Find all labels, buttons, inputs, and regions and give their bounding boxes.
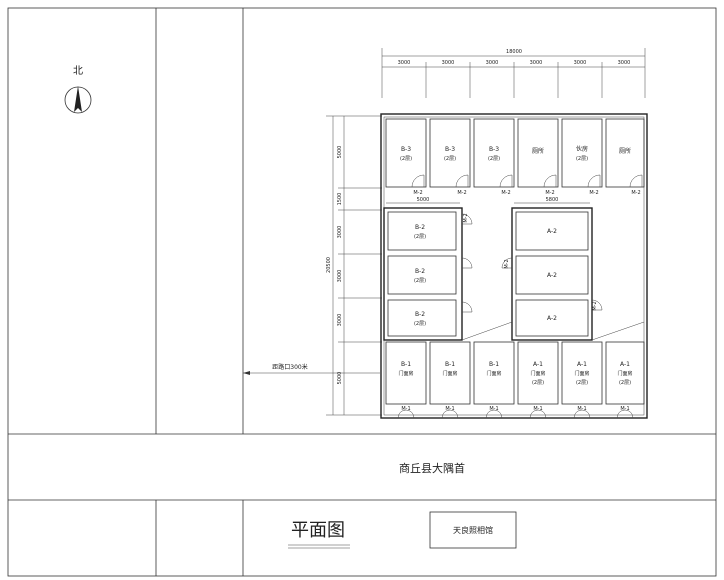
door-label: M-1	[489, 406, 498, 412]
corridor-line	[461, 321, 513, 341]
top-row-rooms: B-3 (2层) B-3 (2层) B-3 (2层) 厕所 伙房 (2层) 厕所…	[385, 118, 645, 196]
room-sub: 门面房	[442, 370, 457, 377]
top-dimension-chain: 18000 3000 3000 3000 3000 3000 3000	[381, 48, 646, 98]
room-sub: 门面房	[574, 370, 589, 377]
north-arrow-icon	[74, 86, 82, 112]
north-arrow: 北	[64, 65, 92, 114]
door-label: M-2	[457, 190, 466, 196]
door-label: M-1	[620, 406, 629, 412]
drawing-title: 平面图	[291, 520, 345, 541]
room-name: A-2	[547, 272, 557, 279]
room-sub2: (2层)	[619, 380, 631, 386]
door-label: M-2	[589, 190, 598, 196]
room-name: A-1	[577, 361, 587, 368]
right-middle-block	[511, 207, 593, 341]
door-label: M-1	[401, 406, 410, 412]
dim-top-total: 18000	[506, 49, 522, 55]
door-label: M-1	[445, 406, 454, 412]
room-sub: 门面房	[617, 370, 632, 377]
inner-dimensions: 5000 5800	[386, 197, 590, 204]
room-name: B-3	[489, 146, 499, 153]
dim-left-cell: 5000	[337, 146, 343, 159]
left-middle-rooms: B-2 (2层) B-2 (2层) B-2 (2层) M-2	[387, 211, 473, 337]
room-name: B-2	[415, 224, 425, 231]
right-middle-rooms: A-2 A-2 A-2 M-2 M-2	[501, 211, 603, 337]
dim-left-cell: 3000	[337, 314, 343, 327]
door-label: M-2	[504, 259, 510, 268]
dim-top-cell: 3000	[398, 60, 411, 66]
north-label: 北	[73, 65, 83, 77]
room-sub: (2层)	[400, 156, 412, 162]
room-name: A-1	[620, 361, 630, 368]
room-sub: (2层)	[414, 321, 426, 327]
corridor-line	[591, 321, 645, 341]
room-name: 伙房	[576, 145, 588, 153]
room-sub: 门面房	[398, 370, 413, 377]
room-sub: 门面房	[530, 370, 545, 377]
room-sub: (2层)	[444, 156, 456, 162]
room-sub: (2层)	[488, 156, 500, 162]
bottom-row-rooms: B-1 门面房 B-1 门面房 B-1 门面房 A-1 门面房 (2层) A-1…	[385, 341, 645, 419]
dim-top-cell: 3000	[442, 60, 455, 66]
door-label: M-2	[631, 190, 640, 196]
dim-left-cell: 3000	[337, 226, 343, 239]
left-middle-block	[383, 207, 463, 341]
door-label: M-2	[463, 213, 469, 222]
room-sub2: (2层)	[532, 380, 544, 386]
dim-left-cell: 3000	[337, 270, 343, 283]
room-name: A-2	[547, 315, 557, 322]
drawing-frame	[7, 7, 717, 577]
building-outline	[380, 113, 648, 419]
room-name: B-2	[415, 268, 425, 275]
dim-left-cell: 1500	[337, 193, 343, 206]
room-name: B-1	[489, 361, 499, 368]
dim-top-cell: 3000	[618, 60, 631, 66]
room-name: B-2	[415, 311, 425, 318]
door-label: M-2	[545, 190, 554, 196]
door-label: M-1	[577, 406, 586, 412]
dim-left-cell: 5000	[337, 372, 343, 385]
room-sub: 门面房	[486, 370, 501, 377]
room-name: B-1	[445, 361, 455, 368]
dim-top-cell: 3000	[530, 60, 543, 66]
dim-left-total: 20500	[326, 257, 332, 273]
room-name: A-2	[547, 228, 557, 235]
door-label: M-2	[592, 301, 598, 310]
room-sub: (2层)	[576, 156, 588, 162]
room-sub: (2层)	[414, 278, 426, 284]
door-label: M-1	[533, 406, 542, 412]
stamp-box	[429, 511, 517, 549]
door-label: M-2	[501, 190, 510, 196]
room-sub: (2层)	[414, 234, 426, 240]
room-name: B-1	[401, 361, 411, 368]
distance-note: 距路口300米	[272, 363, 307, 371]
room-name: B-3	[401, 146, 411, 153]
road-label: 商丘县大隅首	[399, 461, 465, 475]
dim-top-cell: 3000	[486, 60, 499, 66]
dim-inner-right: 5800	[546, 197, 559, 203]
dim-top-cell: 3000	[574, 60, 587, 66]
distance-arrow-icon	[243, 371, 250, 375]
room-name: A-1	[533, 361, 543, 368]
door-label: M-2	[413, 190, 422, 196]
dim-inner-left: 5000	[417, 197, 430, 203]
room-name: 厕所	[532, 147, 544, 155]
left-dimension-chain: 20500 5000 1500 3000 3000 3000 5000	[326, 115, 382, 416]
stamp-text: 天良照相馆	[453, 525, 493, 535]
room-sub2: (2层)	[576, 380, 588, 386]
room-name: 厕所	[619, 147, 631, 155]
room-name: B-3	[445, 146, 455, 153]
